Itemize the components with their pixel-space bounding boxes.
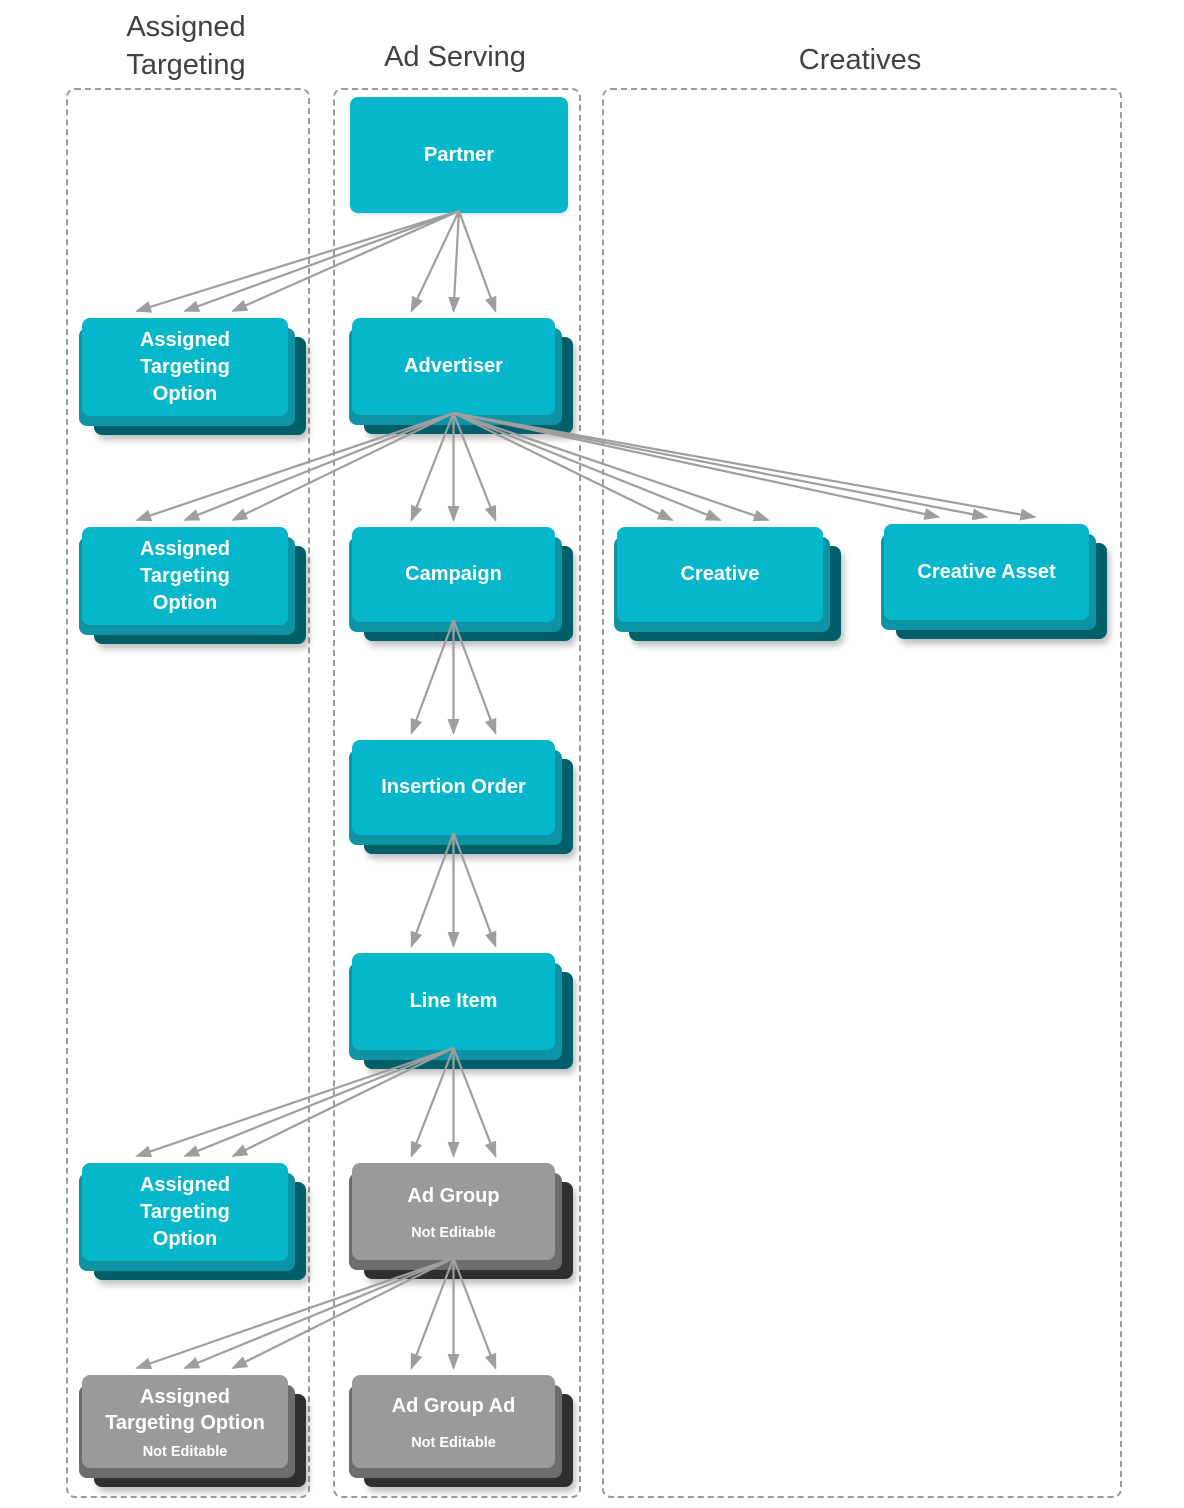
node-label: Line Item: [409, 990, 498, 1012]
column-header-assigned-targeting: Assigned Targeting: [126, 11, 246, 81]
node-label: Insertion Order: [381, 776, 526, 798]
node-label: Creative Asset: [917, 560, 1056, 583]
node-creative-asset: Creative Asset: [881, 524, 1107, 639]
column-assigned-targeting: [66, 88, 310, 1498]
node-assigned-targeting-option-advertiser: Assigned Targeting Option: [79, 527, 306, 644]
node-label: Assigned Targeting Option: [139, 537, 231, 614]
column-ad-serving: [333, 88, 581, 1498]
node-label: Ad Group Ad: [391, 1394, 516, 1417]
column-header-creatives: Creatives: [798, 44, 922, 76]
node-label: Advertiser: [404, 355, 503, 377]
node-ad-group-ad: Ad Group Ad Not Editable: [349, 1375, 573, 1487]
node-label: Assigned Targeting Option: [139, 328, 231, 405]
node-line-item: Line Item: [349, 953, 573, 1069]
node-partner: Partner: [350, 97, 568, 213]
column-creatives: [602, 88, 1122, 1498]
not-editable-badge: Not Editable: [411, 1434, 496, 1451]
node-label: Partner: [423, 143, 495, 166]
column-header-ad-serving: Ad Serving: [384, 41, 526, 73]
node-campaign: Campaign: [349, 527, 573, 641]
node-assigned-targeting-option-partner: Assigned Targeting Option: [79, 318, 306, 435]
not-editable-badge: Not Editable: [142, 1443, 228, 1460]
node-advertiser: Advertiser: [349, 318, 573, 434]
not-editable-badge: Not Editable: [411, 1224, 496, 1241]
node-assigned-targeting-option-line-item: Assigned Targeting Option: [79, 1163, 306, 1280]
node-insertion-order: Insertion Order: [349, 740, 573, 854]
node-label: Campaign: [405, 563, 502, 585]
node-assigned-targeting-option-ad-group: Assigned Targeting Option Not Editable: [79, 1375, 306, 1487]
node-creative: Creative: [614, 527, 841, 641]
node-ad-group: Ad Group Not Editable: [349, 1163, 573, 1279]
node-label: Assigned Targeting Option: [105, 1385, 265, 1434]
node-label: Creative: [680, 563, 760, 585]
node-label: Assigned Targeting Option: [139, 1173, 231, 1250]
node-label: Ad Group: [407, 1184, 500, 1207]
